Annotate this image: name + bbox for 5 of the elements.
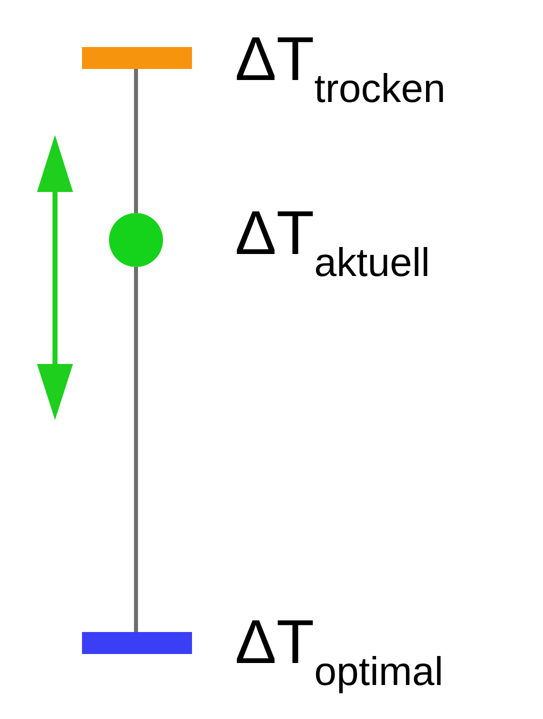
scale-line	[134, 267, 138, 632]
variable-label: ΔT$_{aktuell}$	[235, 203, 430, 283]
variable-label: ΔT$_{optimal}$	[235, 612, 444, 692]
variable-label: ΔT$_{trocken}$	[235, 29, 446, 109]
scale-line	[134, 69, 138, 213]
